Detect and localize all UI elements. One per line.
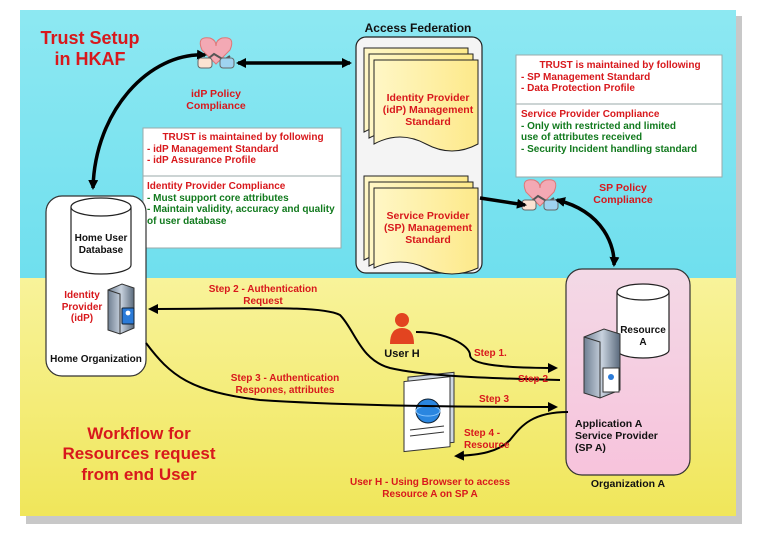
step1-label: Step 1. [474,348,507,359]
sp-standard-doc-icon [363,175,479,275]
step3-label: Step 3 [479,394,510,405]
idp-trust-box-content: TRUST is maintained by following - idP M… [147,132,324,166]
step4-label: Step 4 -Resource [464,428,510,451]
browser-icon [403,371,455,453]
sp-compliance-content: Service Provider Compliance - Only with … [521,109,698,155]
federation-sp-arrow [479,196,527,209]
access-federation-label: Access Federation [364,21,472,35]
sp-trust-arrow [555,197,620,267]
user-h-icon [390,313,414,344]
step3-arrow [145,342,558,412]
sp-trust-box-content: TRUST is maintained by following - SP Ma… [521,60,701,94]
resource-a-database-icon [616,283,670,359]
step2-arrow [148,303,561,381]
idp-compliance-content: Identity Provider Compliance - Must supp… [147,181,335,227]
step1-arrow [415,331,558,373]
organization-a-label: Organization A [590,478,666,490]
sp-server-icon [583,328,621,399]
home-user-database-icon [70,197,132,275]
idp-standard-doc-icon [363,47,479,152]
step4-arrow [454,411,569,461]
step2-label: Step 2 [518,374,549,385]
sp-policy-handshake-icon [521,179,559,211]
home-organization-label: Home Organization [50,354,142,365]
idp-trust-arrow [88,49,207,190]
idp-server-icon [107,283,135,335]
sp-trust-box [515,54,723,178]
user-h-label: User H [384,348,420,360]
